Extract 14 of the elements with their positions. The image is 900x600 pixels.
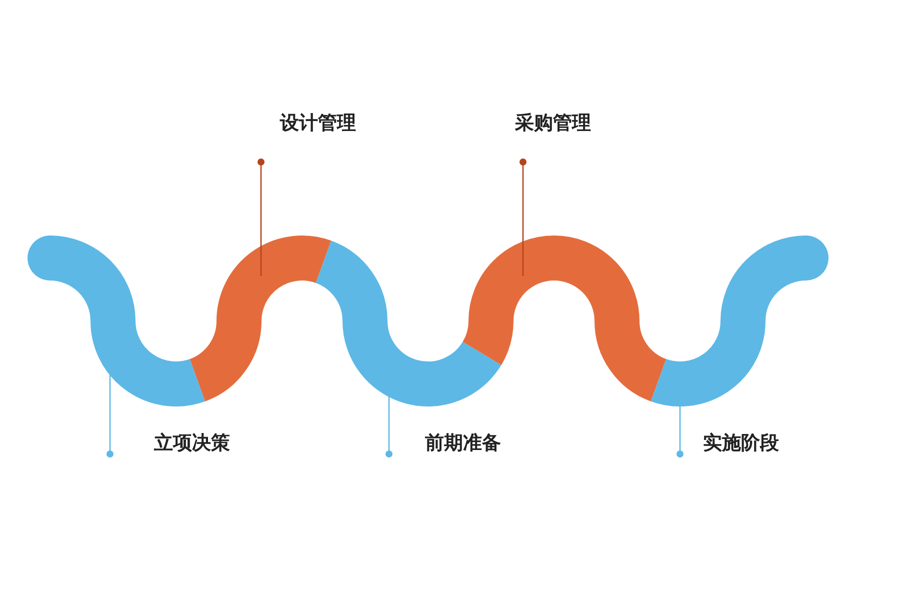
leader-line <box>386 395 392 458</box>
wave-band-segment <box>462 236 668 401</box>
stage-label: 立项决策 <box>154 430 230 456</box>
leader-line <box>258 158 264 276</box>
stage-label: 前期准备 <box>425 430 501 456</box>
stage-label: 采购管理 <box>515 110 591 136</box>
stage-label: 实施阶段 <box>703 430 779 456</box>
wave-band-segment <box>314 241 500 406</box>
wave-band-segment <box>28 236 204 406</box>
leader-line <box>520 158 526 276</box>
wave-band-segment <box>188 236 330 401</box>
stage-label: 设计管理 <box>280 110 356 136</box>
leader-line <box>106 372 114 458</box>
wave-band-segment <box>652 236 828 406</box>
